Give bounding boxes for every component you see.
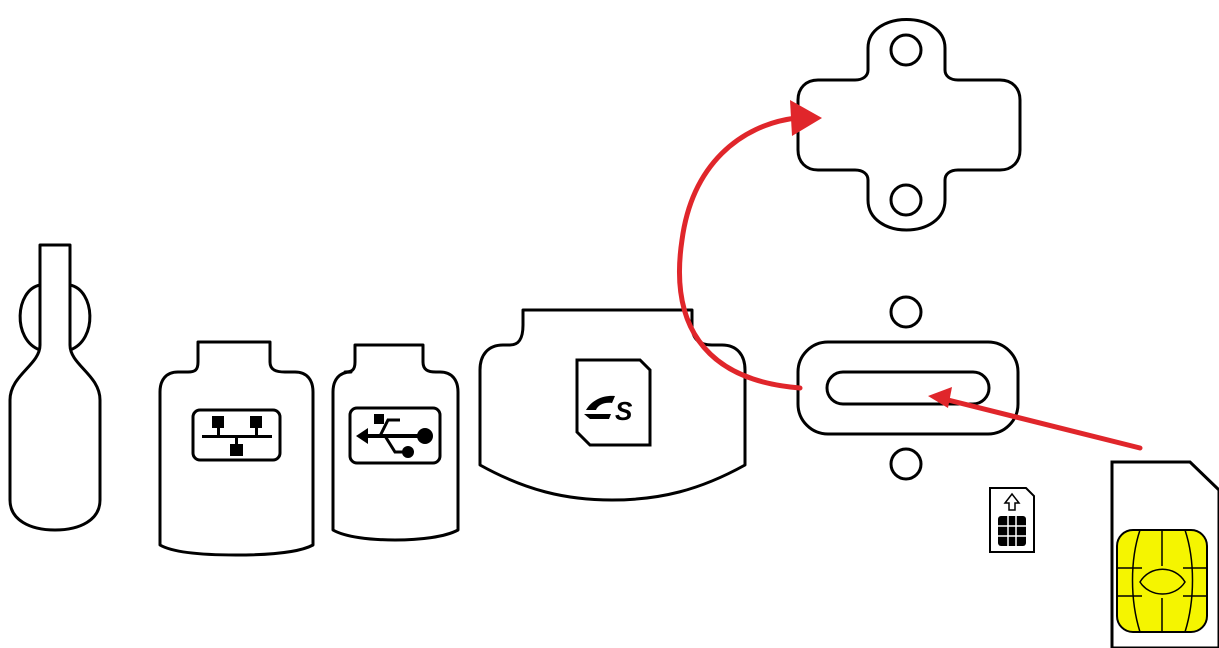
- sim-slot-opening: [825, 370, 991, 406]
- sim-card-icon: [989, 487, 1035, 553]
- ethernet-port: [158, 340, 315, 557]
- usb-icon: [348, 406, 442, 465]
- sim-chip: [1116, 529, 1208, 633]
- bracket-screw-hole-top: [889, 33, 923, 67]
- sim-slot: [796, 295, 1020, 481]
- sim-card: [1110, 460, 1219, 648]
- move-bracket-arrow: [677, 100, 822, 391]
- sd-card-slot: S: [478, 308, 747, 502]
- insert-sim-arrow: [928, 387, 1143, 451]
- sim-slot-screw-hole-top: [889, 295, 923, 329]
- sd-card-icon: S: [575, 358, 652, 447]
- sim-slot-screw-hole-bottom: [889, 447, 923, 481]
- antenna-connector: [8, 243, 102, 532]
- sd-logo-text: S: [615, 396, 633, 426]
- bracket-screw-hole-bottom: [889, 183, 923, 217]
- ethernet-icon: [191, 408, 282, 462]
- usb-port: [331, 343, 460, 542]
- mounting-bracket: [796, 18, 1022, 232]
